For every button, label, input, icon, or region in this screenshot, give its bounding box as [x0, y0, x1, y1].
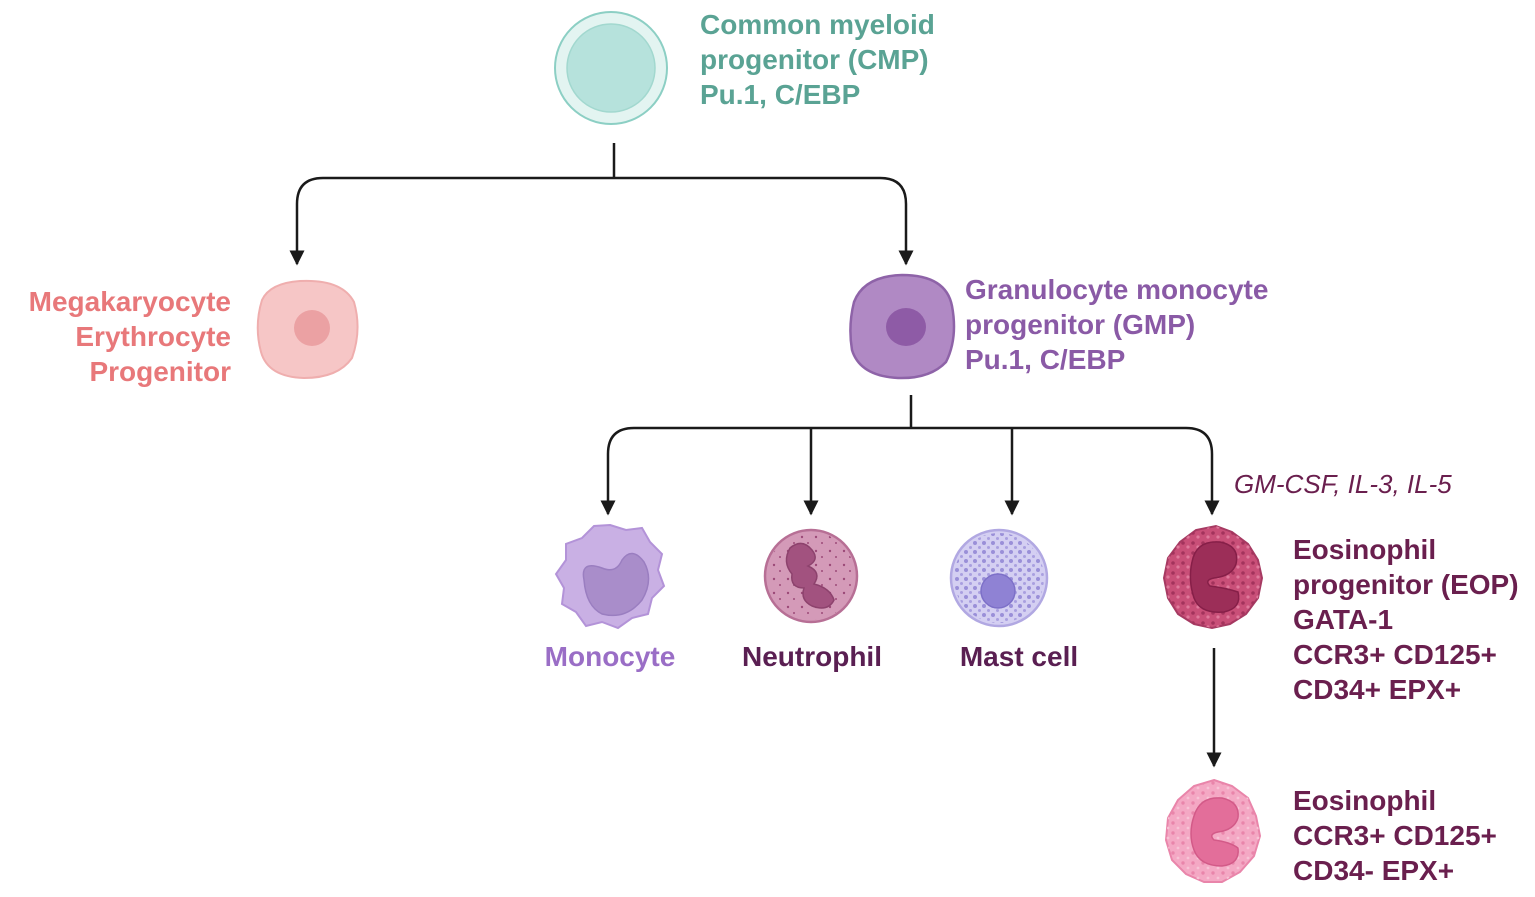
- monocyte-label: Monocyte: [520, 639, 700, 674]
- arrow-gmp-to-monocyte: [600, 426, 911, 516]
- neutrophil-cell-icon: [763, 528, 859, 624]
- eop-cell-icon: [1162, 524, 1264, 630]
- arrow-cmp-to-mep: [289, 176, 614, 266]
- arrow-cmp-to-gmp: [614, 176, 914, 266]
- gmp-cell-icon: [849, 273, 956, 380]
- mep-cell-icon: [256, 279, 359, 380]
- eosinophil-label-line-2: CCR3+ CD125+: [1293, 820, 1497, 851]
- gmp-label-line-3: Pu.1, C/EBP: [965, 344, 1126, 375]
- eop-label-line-3: GATA-1: [1293, 604, 1394, 635]
- eosinophil-label: Eosinophil CCR3+ CD125+ CD34- EPX+: [1293, 783, 1497, 888]
- cmp-label-line-3: Pu.1, C/EBP: [700, 79, 861, 110]
- eosinophil-cell-icon: [1164, 778, 1262, 883]
- mast-cell-label-text: Mast cell: [959, 641, 1079, 672]
- neutrophil-label-text: Neutrophil: [742, 641, 882, 672]
- mep-label: Megakaryocyte Erythrocyte Progenitor: [0, 284, 231, 389]
- cmp-cell-icon: [554, 11, 668, 125]
- connector-lines: [289, 143, 1222, 768]
- monocyte-label-text: Monocyte: [544, 641, 676, 672]
- cmp-label: Common myeloid progenitor (CMP) Pu.1, C/…: [700, 7, 935, 112]
- mep-label-line-2: Erythrocyte: [75, 321, 231, 352]
- cytokines-annotation: GM-CSF, IL-3, IL-5: [1234, 467, 1452, 502]
- gmp-label: Granulocyte monocyte progenitor (GMP) Pu…: [965, 272, 1268, 377]
- mast-cell-icon: [949, 528, 1049, 628]
- eop-label-line-4: CCR3+ CD125+: [1293, 639, 1497, 670]
- mep-label-line-3: Progenitor: [89, 356, 231, 387]
- eosinophil-label-line-3: CD34- EPX+: [1293, 855, 1455, 886]
- arrow-gmp-to-eop: [911, 426, 1220, 516]
- eop-label-line-1: Eosinophil: [1293, 534, 1437, 565]
- gmp-label-line-1: Granulocyte monocyte: [965, 274, 1269, 305]
- cmp-label-line-2: progenitor (CMP): [700, 44, 929, 75]
- neutrophil-label: Neutrophil: [722, 639, 902, 674]
- monocyte-cell-icon: [554, 523, 666, 630]
- cytokines-text: GM-CSF, IL-3, IL-5: [1234, 469, 1452, 499]
- cmp-label-line-1: Common myeloid: [700, 9, 935, 40]
- eop-label: Eosinophil progenitor (EOP) GATA-1 CCR3+…: [1293, 532, 1519, 707]
- eosinophil-label-line-1: Eosinophil: [1293, 785, 1437, 816]
- eop-label-line-2: progenitor (EOP): [1293, 569, 1519, 600]
- gmp-label-line-2: progenitor (GMP): [965, 309, 1196, 340]
- mep-label-line-1: Megakaryocyte: [28, 286, 231, 317]
- eop-label-line-5: CD34+ EPX+: [1293, 674, 1462, 705]
- mast-cell-label: Mast cell: [929, 639, 1109, 674]
